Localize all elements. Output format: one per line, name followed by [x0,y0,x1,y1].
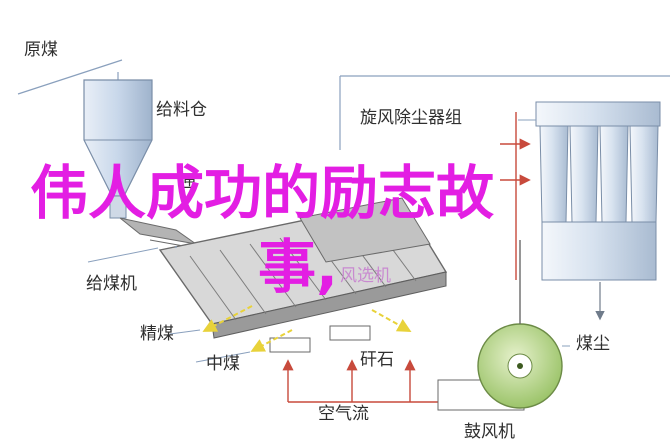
gangue-label: 矸石 [360,350,394,370]
air-classifier-label: 风选机 [340,266,391,286]
cyclone-label: 旋风除尘器组 [360,108,462,128]
cyclone-group [518,101,661,321]
air-flow-label: 空气流 [318,404,369,424]
dust-duct [175,75,670,248]
overlay-headline-line2: 事, [258,233,339,301]
blower-label: 鼓风机 [464,422,515,442]
product-arrows [202,305,412,352]
feed-bin-label: 给料仓 [156,100,207,120]
overlay-headline: 伟人成功的励志故 事, [30,156,650,304]
blower-fan [437,240,563,411]
raw-coal-label: 原煤 [24,40,58,60]
middling-label: 中煤 [206,354,240,374]
air-separator-deck [158,197,448,353]
clean-coal-label: 精煤 [140,324,174,344]
coal-feeder-label: 给煤机 [86,274,137,294]
feed-bin-hopper [83,79,153,219]
label-leaders [169,329,570,363]
partial-label-behind-title: 匣 [180,172,197,192]
coal-dust-label: 煤尘 [576,334,610,354]
overlay-headline-line1: 伟人成功的励志故 [30,159,495,227]
